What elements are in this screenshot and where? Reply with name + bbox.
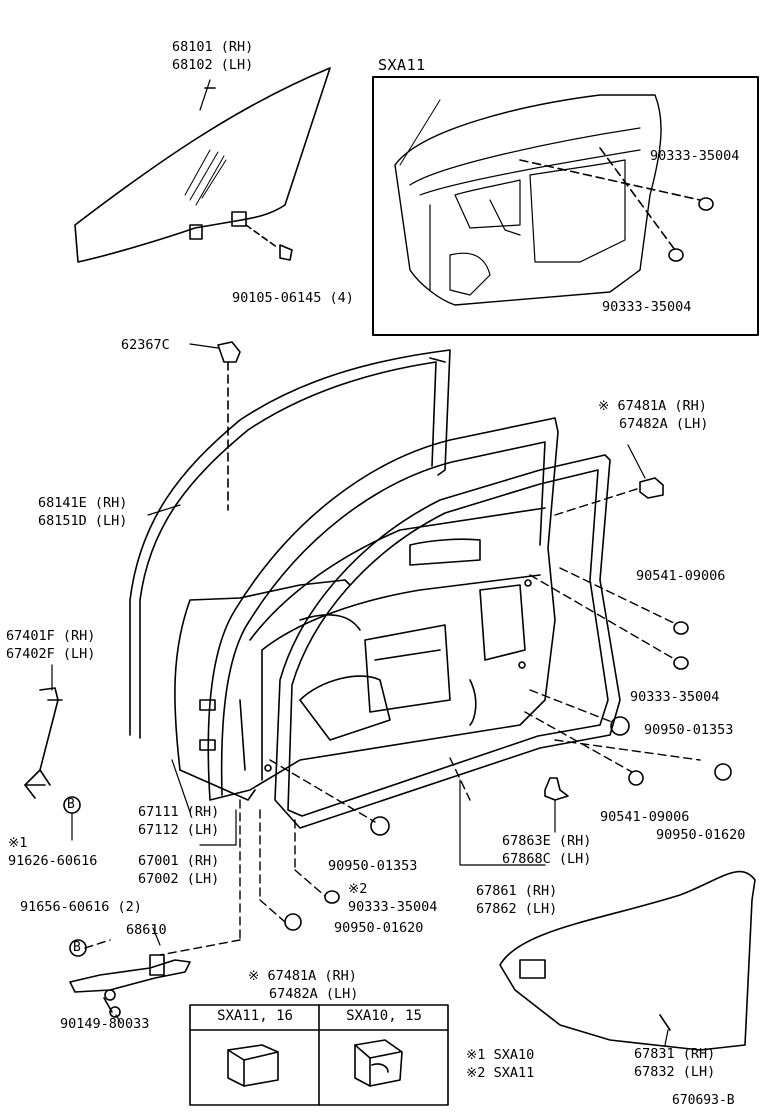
label-plug-6: 90950-01620 (334, 920, 424, 936)
label-panel: 67111 (RH) 67112 (LH) (138, 803, 219, 839)
callout-line: 67482A (LH) (619, 416, 709, 432)
label-plug-8: 90950-01620 (656, 827, 746, 843)
callout-line: 68151D (LH) (38, 513, 128, 529)
run-channel (129, 349, 451, 739)
callout-line: 67401F (RH) (6, 628, 96, 644)
callout-leaders (51, 79, 669, 1046)
label-door-check: 68610 (126, 922, 167, 938)
label-plug-1: 90541-09006 (636, 568, 726, 584)
figure-reference: 670693-B (672, 1093, 735, 1108)
label-plug-2: 90333-35004 (630, 689, 720, 705)
label-plug-4: 90950-01353 (328, 858, 418, 874)
callout-line: 67111 (RH) (138, 804, 220, 820)
callout-line: 67832 (LH) (634, 1064, 716, 1080)
callout-line: 67482A (LH) (269, 986, 359, 1002)
note-mark: ※2 (466, 1065, 486, 1081)
note-line: ※2 SXA11 (466, 1064, 534, 1082)
callout-value: 67481A (RH) (617, 398, 707, 414)
label-plug-3: 90950-01353 (644, 722, 734, 738)
note-mark: ※ (598, 398, 610, 414)
table-header-2: SXA10, 15 (346, 1008, 422, 1024)
door-glass (74, 67, 331, 263)
callout-line: 67112 (LH) (138, 822, 220, 838)
label-weatherstrip: 67861 (RH) 67862 (LH) (476, 882, 557, 918)
callout-line: 67863E (RH) (502, 833, 592, 849)
note-line: ※1 SXA10 (466, 1046, 534, 1064)
callout-line: ※ 67481A (RH) (598, 397, 708, 415)
note-text: SXA11 (493, 1065, 535, 1081)
label-inset-part-2: 90333-35004 (602, 299, 692, 315)
inset-frame (372, 76, 759, 336)
callout-line: ※ 67481A (RH) (248, 967, 358, 985)
notes: ※1 SXA10 ※2 SXA11 (466, 1046, 534, 1082)
note-mark: ※ (248, 968, 260, 984)
label-hinge: 67401F (RH) 67402F (LH) (6, 627, 95, 663)
b-mark-icon: B (67, 797, 75, 812)
small-parts (24, 477, 756, 1051)
label-service-hole-cover: 67831 (RH) 67832 (LH) (634, 1045, 715, 1081)
callout-line: 67002 (LH) (138, 871, 220, 887)
label-hole-plug: ※1 91626-60616 (8, 834, 97, 870)
leader-lines (84, 487, 701, 956)
label-check-screw: 90149-80033 (60, 1016, 150, 1032)
callout-value: 91626-60616 (8, 853, 98, 869)
callout-line: 68101 (RH) (172, 39, 254, 55)
door-shell (174, 417, 621, 829)
callout-line: 67831 (RH) (634, 1046, 716, 1062)
note-mark: ※1 (466, 1047, 486, 1063)
callout-line: 68102 (LH) (172, 57, 254, 73)
label-plug-5: ※2 90333-35004 (348, 880, 437, 916)
callout-line: 67861 (RH) (476, 883, 558, 899)
note-text: SXA10 (493, 1047, 535, 1063)
note-mark: ※2 (348, 881, 368, 897)
variant-table (189, 1004, 449, 1106)
clip-62367c (217, 341, 241, 511)
note-mark: ※1 (8, 835, 28, 851)
label-clip: 62367C (121, 337, 170, 353)
label-check-bolt: 91656-60616 (2) (20, 899, 142, 915)
label-run-channel: 68141E (RH) 68151D (LH) (38, 494, 127, 530)
label-door-glass: 68101 (RH) 68102 (LH) (172, 38, 253, 74)
callout-line: 67862 (LH) (476, 901, 558, 917)
table-header-1: SXA11, 16 (217, 1008, 293, 1024)
callout-line: 68141E (RH) (38, 495, 128, 511)
callout-line: 67001 (RH) (138, 853, 220, 869)
label-glass-bolt: 90105-06145 (4) (232, 290, 354, 306)
label-weatherstrip-bottom: ※ 67481A (RH) 67482A (LH) (248, 967, 358, 1003)
callout-value: 67481A (RH) (267, 968, 357, 984)
b-mark-icon: B (73, 940, 81, 955)
label-clip-2: 67863E (RH) 67868C (LH) (502, 832, 591, 868)
label-weatherstrip-top: ※ 67481A (RH) 67482A (LH) (598, 397, 708, 433)
inset-title: SXA11 (378, 56, 426, 74)
label-door-assy: 67001 (RH) 67002 (LH) (138, 852, 219, 888)
callout-value: 90333-35004 (348, 899, 438, 915)
label-plug-7: 90541-09006 (600, 809, 690, 825)
label-inset-part-1: 90333-35004 (650, 148, 740, 164)
callout-line: 67868C (LH) (502, 851, 592, 867)
callout-line: 67402F (LH) (6, 646, 96, 662)
